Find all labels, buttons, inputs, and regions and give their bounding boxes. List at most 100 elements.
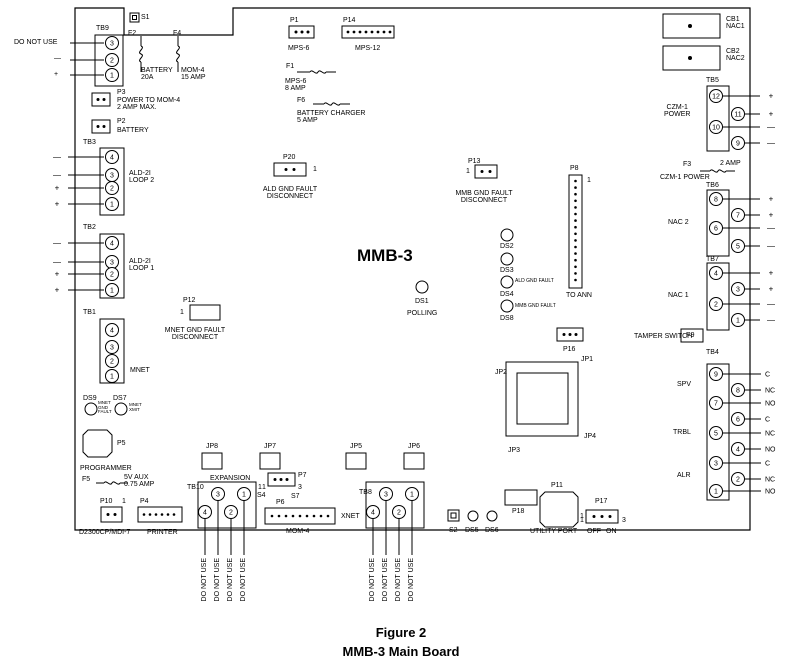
ds1-label: DS1 <box>415 298 429 305</box>
s4-pin: 1 <box>258 484 262 491</box>
tb8-dnu-2: DO NOT USE <box>395 558 402 602</box>
p4-label: P4 <box>140 498 149 505</box>
tb4-1-pin <box>709 484 723 498</box>
tb6-8-pin <box>709 192 723 206</box>
tb5-11-pin-number: 11 <box>734 112 741 119</box>
tb8-dnu-3: DO NOT USE <box>382 558 389 602</box>
ds8-desc: MMB GND FAULT <box>515 303 556 309</box>
tb5-sign-1: + <box>769 110 774 119</box>
p12-desc: MNET GND FAULT DISCONNECT <box>164 327 226 341</box>
p1-desc: MPS-6 <box>288 45 310 52</box>
tb8-dnu-1: DO NOT USE <box>408 558 415 602</box>
tb4-5-pin-number: 5 <box>714 431 718 438</box>
p3-desc: POWER TO MOM-4 2 AMP MAX. <box>117 97 181 111</box>
tb2-2-pin-number: 2 <box>110 272 114 279</box>
tb2-sign-3: + <box>55 286 60 295</box>
figure-caption: Figure 2 <box>375 625 427 640</box>
tb5-10-pin <box>709 120 723 134</box>
p16-label: P16 <box>563 346 576 353</box>
tb10-4-pin <box>198 505 212 519</box>
p9-label: P9 <box>686 332 695 339</box>
jp2-label: JP2 <box>495 369 508 376</box>
p12-pin: 1 <box>180 309 184 316</box>
fuse-f3 <box>700 169 735 173</box>
tb7-sign-2: — <box>767 300 775 309</box>
p10-desc: D2300CP/MDI-7 <box>79 529 131 536</box>
tb4-2-pin <box>731 472 745 486</box>
tb4-sign-4: NC <box>765 431 775 438</box>
tb9-3-pin <box>105 36 119 50</box>
ds9-desc: MNET GND FAULT <box>98 400 112 414</box>
ds2-label: DS2 <box>500 243 514 250</box>
tb7-label: TB7 <box>706 256 719 263</box>
tb9-label: TB9 <box>96 25 109 32</box>
s1-label: S1 <box>141 14 150 21</box>
tb10-dnu-2: DO NOT USE <box>227 558 234 602</box>
tb4-sign-7: NC <box>765 477 775 484</box>
board-outline <box>74 7 751 531</box>
p8-label: P8 <box>570 165 579 172</box>
tb7-name: NAC 1 <box>668 292 689 299</box>
tb1-3-pin-number: 3 <box>110 345 114 352</box>
p20-label: P20 <box>283 154 296 161</box>
tb6-sign-0: + <box>769 195 774 204</box>
tb10-dnu-1: DO NOT USE <box>240 558 247 602</box>
tb5-9-pin-number: 9 <box>736 141 740 148</box>
p2-desc: BATTERY <box>117 127 149 134</box>
tb2-label: TB2 <box>83 224 96 231</box>
tb3-1-pin-number: 1 <box>110 202 114 209</box>
tb10-label: TB10 <box>187 484 204 491</box>
p7-pin1: 1 <box>262 484 266 491</box>
expansion-label: EXPANSION <box>210 475 251 482</box>
tb2-sign-1: — <box>53 258 61 267</box>
p17-pin3: 3 <box>622 517 626 524</box>
jp8-label: JP8 <box>206 443 219 450</box>
tb4-3-pin-number: 3 <box>714 461 718 468</box>
tb9-do-not-use: DO NOT USE <box>14 39 58 46</box>
tb5-sign-2: — <box>767 123 775 132</box>
tb10-4-pin-number: 4 <box>203 510 207 517</box>
tb4-sign-0: C <box>765 372 770 379</box>
p6-label: P6 <box>276 499 285 506</box>
tb1-name: MNET <box>130 367 150 374</box>
tb4-group-trbl: TRBL <box>673 429 691 436</box>
tb4-3-pin <box>709 456 723 470</box>
p11-label: P11 <box>551 482 563 489</box>
tb3-2-pin-number: 2 <box>110 186 114 193</box>
programmer-label: PROGRAMMER <box>80 465 132 472</box>
tb7-2-pin-number: 2 <box>714 302 718 309</box>
tb4-5-pin <box>709 426 723 440</box>
tb6-7-pin <box>731 208 745 222</box>
fuse-f4 <box>176 36 180 72</box>
tb3-4-pin-number: 4 <box>110 155 114 162</box>
p4-desc: PRINTER <box>147 529 178 536</box>
tb8-1-pin-number: 1 <box>410 492 414 499</box>
p13-pin: 1 <box>466 168 470 175</box>
tb5-12-pin <box>709 89 723 103</box>
ds3-label: DS3 <box>500 267 514 274</box>
tb5-11-pin <box>731 107 745 121</box>
tb4-sign-8: NO <box>765 489 776 496</box>
tb10-3-pin <box>211 487 225 501</box>
tb1-4-pin-number: 4 <box>110 328 114 335</box>
tb2-sign-2: + <box>55 270 60 279</box>
tb1-1-pin <box>105 369 119 383</box>
tb7-sign-3: — <box>767 316 775 325</box>
tb1-4-pin <box>105 323 119 337</box>
jp1-label: JP1 <box>581 356 594 363</box>
tb4-8-pin <box>731 383 745 397</box>
tb9-2-pin <box>105 53 119 67</box>
tb10-dnu-4: DO NOT USE <box>201 558 208 602</box>
cb2-label: CB2 NAC2 <box>726 48 745 62</box>
ds8-label: DS8 <box>500 315 514 322</box>
tb6-sign-1: + <box>769 211 774 220</box>
p10-pin: 1 <box>122 498 126 505</box>
tb6-sign-3: — <box>767 242 775 251</box>
ds9-label: DS9 <box>83 395 97 402</box>
tb8-4-pin <box>366 505 380 519</box>
ds7-label: DS7 <box>113 395 127 402</box>
tb5-label: TB5 <box>706 77 719 84</box>
tb10-1-pin-number: 1 <box>242 492 246 499</box>
tb1-label: TB1 <box>83 309 96 316</box>
f3-amp: 2 AMP <box>720 160 741 167</box>
